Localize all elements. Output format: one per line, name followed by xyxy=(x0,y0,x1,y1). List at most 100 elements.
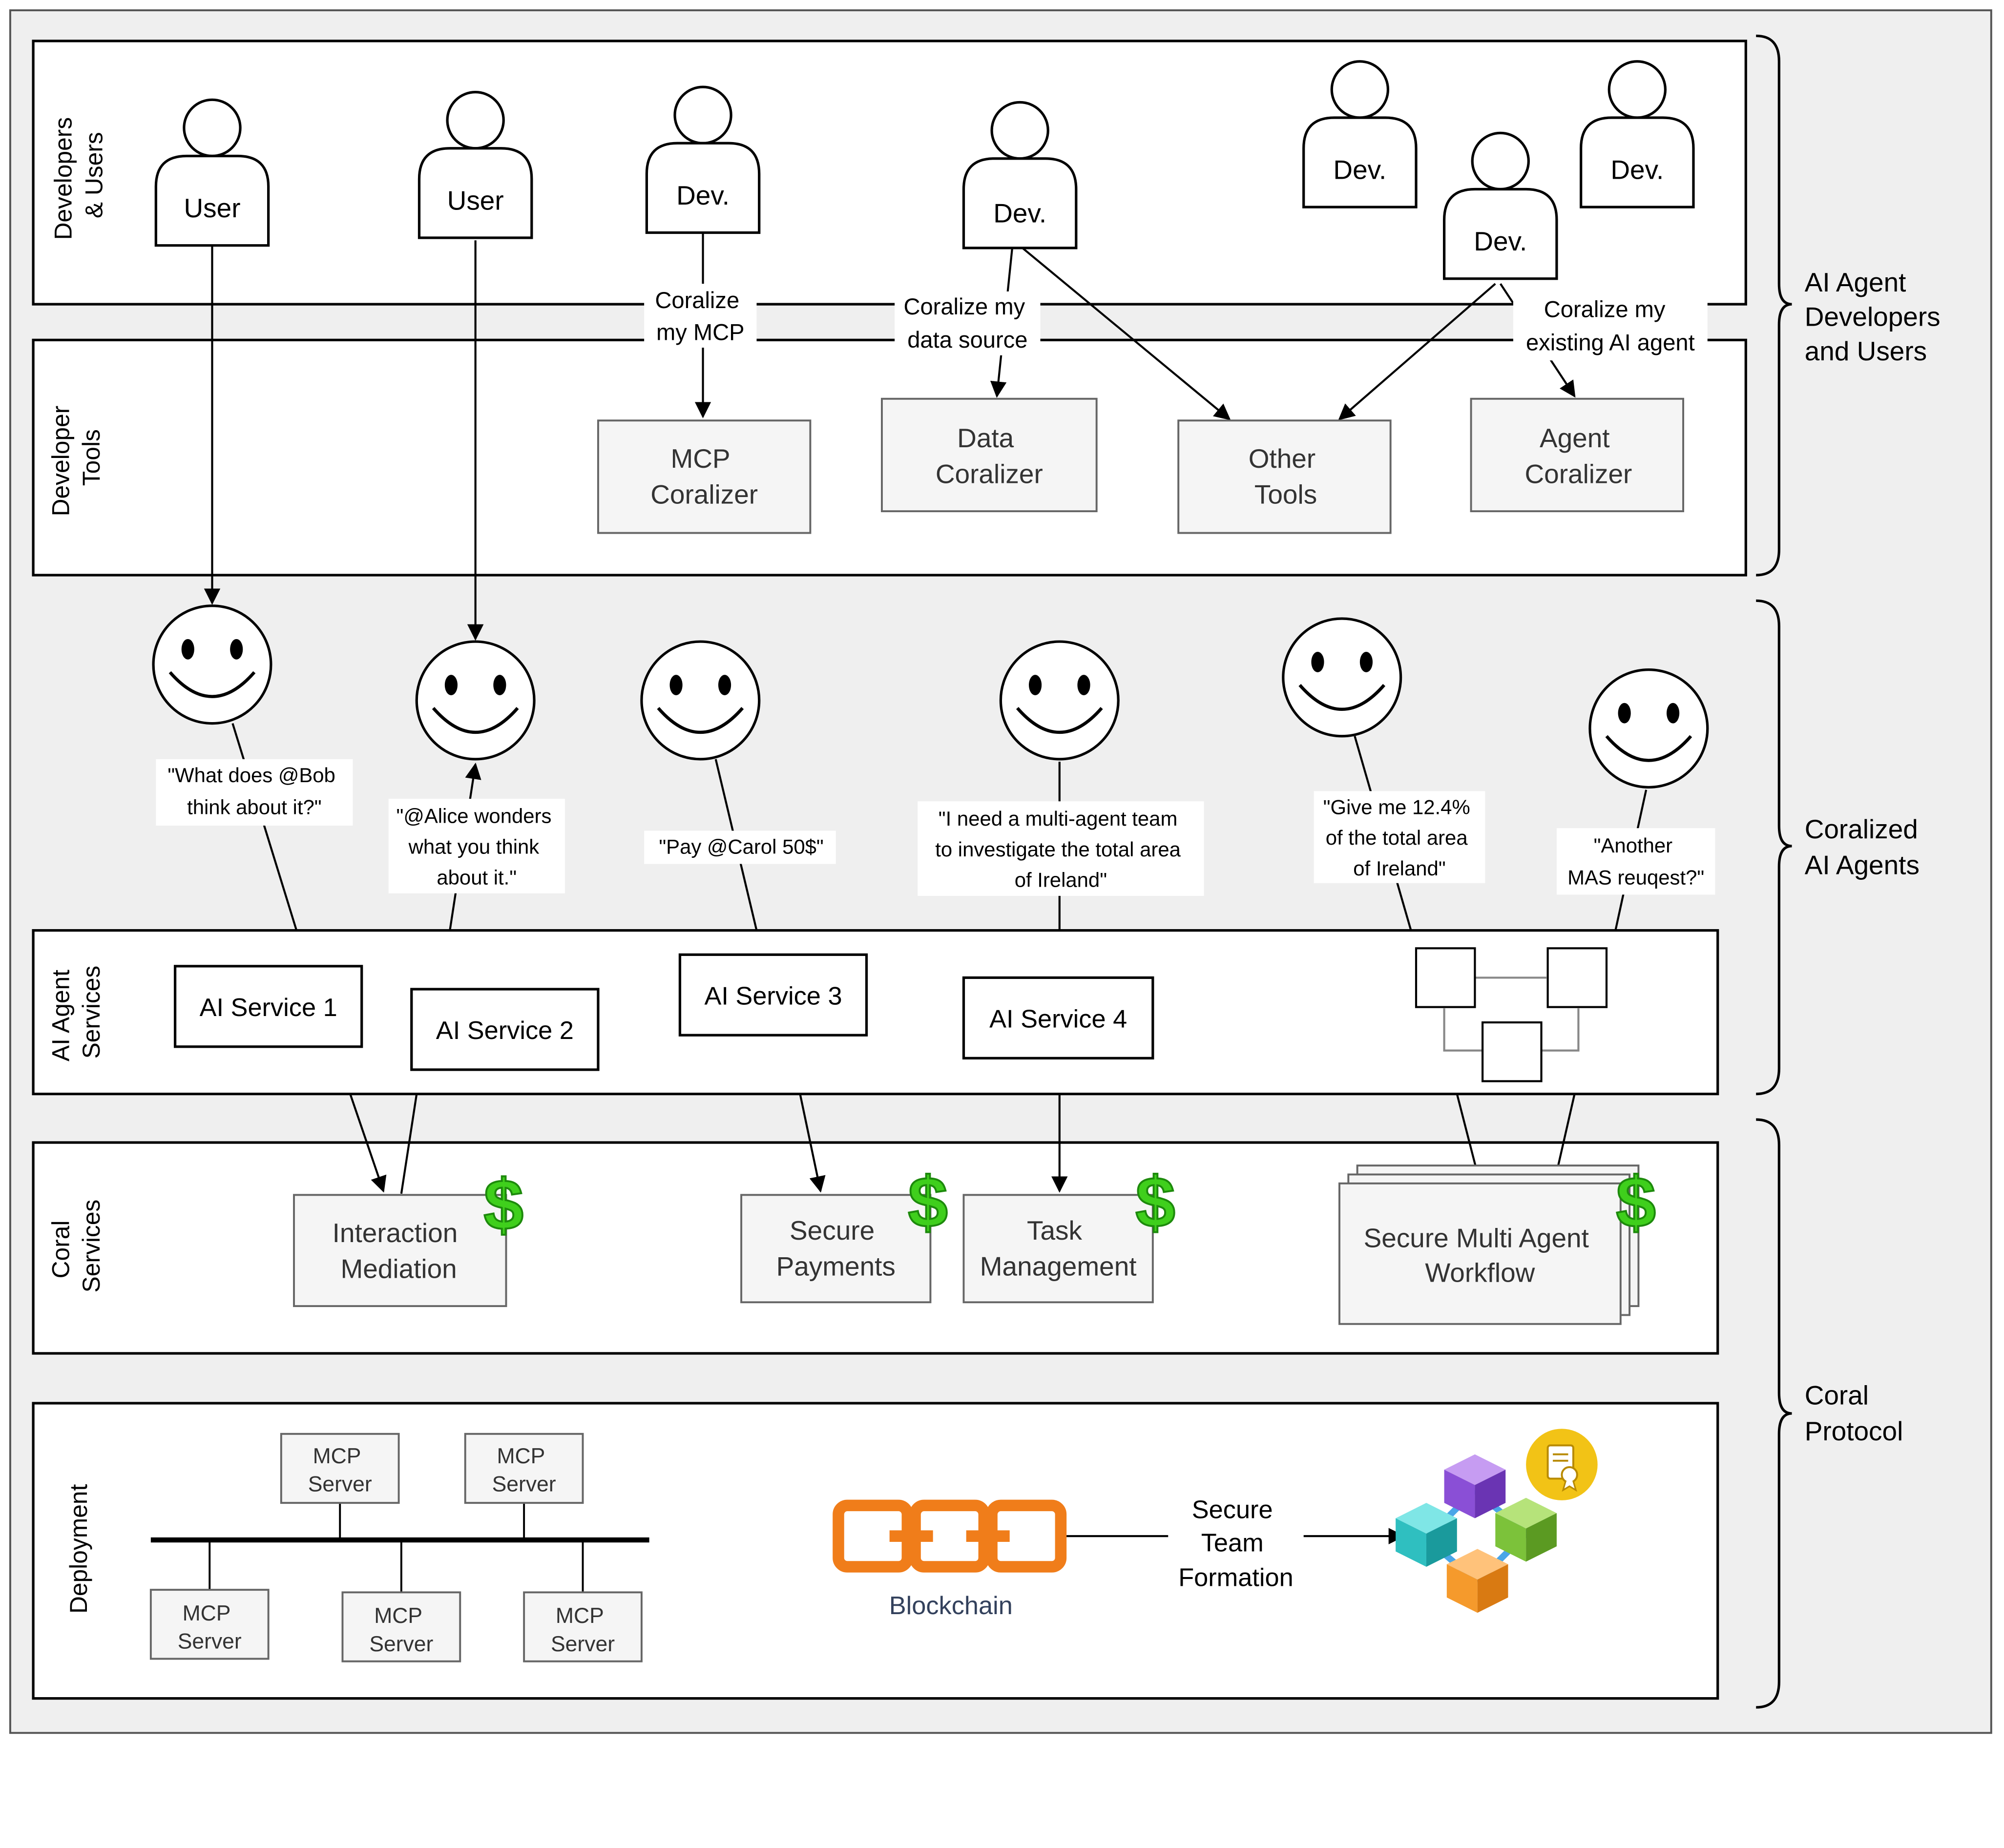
edge-agent1-lane xyxy=(231,723,298,931)
edge-dev4-other-tools xyxy=(1338,283,1496,420)
svg-text:AI Service 3: AI Service 3 xyxy=(704,982,842,1010)
edge-service-interaction xyxy=(349,1093,387,1193)
user-1: User xyxy=(156,100,268,245)
dollar-icon: $ xyxy=(908,1163,948,1243)
smiley-agent-4 xyxy=(1001,642,1118,759)
edge-interaction-service xyxy=(400,1094,418,1194)
user-2-label: User xyxy=(447,185,504,215)
svg-text:AI Service 1: AI Service 1 xyxy=(200,994,337,1022)
brace-label-middle: Coralized AI Agents xyxy=(1805,814,1925,880)
secure-team-formation-label: Secure Team Formation xyxy=(1168,1490,1304,1593)
developer-3: Dev. xyxy=(1304,62,1416,207)
coral-service-interaction-mediation: Interaction Mediation $ xyxy=(293,1164,524,1308)
lane-label-deployment: Deployment xyxy=(65,1484,92,1614)
svg-text:"What does @Bob think ab: "What does @Bob think about it?" xyxy=(167,764,341,818)
mcp-server-2: MCP Server xyxy=(464,1433,584,1504)
smiley-agent-5 xyxy=(1283,619,1401,736)
tool-other-tools: Other Tools xyxy=(1177,419,1392,534)
smiley-agent-2 xyxy=(417,642,534,759)
quote-5: "Give me 12.4% of the total area of Irel… xyxy=(1314,791,1485,883)
lane-label-developers-users: Developers & Users xyxy=(50,110,108,240)
multi-agent-team-icon xyxy=(1415,947,1608,1082)
blockchain-icon xyxy=(833,1499,1067,1573)
developer-5: Dev. xyxy=(1581,62,1693,207)
smiley-agent-6 xyxy=(1590,670,1708,788)
svg-text:"I need a multi-agent team: "I need a multi-agent team to investigat… xyxy=(935,807,1186,892)
mcp-server-5: MCP Server xyxy=(523,1591,643,1662)
brace-label-top: AI Agent Developers and Users xyxy=(1805,267,1948,366)
edge-label-coralize-data: Coralize my data source xyxy=(895,291,1041,355)
svg-text:Data Coralizer: Data Coralizer xyxy=(936,423,1043,489)
edge-label-coralize-agent: Coralize my existing AI agent xyxy=(1513,294,1708,361)
developer-4-label: Dev. xyxy=(1474,226,1527,256)
coral-service-secure-payments: Secure Payments $ xyxy=(740,1162,949,1304)
svg-text:MCP Coralizer: MCP Coralizer xyxy=(650,443,758,509)
coral-service-task-management: Task Management $ xyxy=(962,1162,1176,1304)
brace-bottom xyxy=(1756,1118,1792,1709)
svg-text:Interaction Mediation: Interaction Mediation xyxy=(333,1218,465,1284)
svg-text:"@Alice wonders what you: "@Alice wonders what you think about it.… xyxy=(396,805,557,889)
quote-4: "I need a multi-agent team to investigat… xyxy=(918,801,1204,896)
developer-4: Dev. xyxy=(1444,133,1557,278)
svg-text:Coralize my data source: Coralize my data source xyxy=(903,293,1031,353)
svg-text:"Give me 12.4% of the to: "Give me 12.4% of the total area of Irel… xyxy=(1323,795,1476,880)
developer-1-label: Dev. xyxy=(676,180,730,210)
tool-data-coralizer: Data Coralizer xyxy=(881,397,1098,513)
svg-text:Secure Multi Agent Workf: Secure Multi Agent Workflow xyxy=(1364,1223,1597,1288)
certificate-badge-icon xyxy=(1526,1429,1598,1500)
quote-6: "Another MAS reuqest?" xyxy=(1556,828,1715,895)
developer-5-label: Dev. xyxy=(1610,155,1664,185)
svg-text:"Another MAS reuqest?": "Another MAS reuqest?" xyxy=(1567,834,1704,889)
edge-label-coralize-mcp: Coralize my MCP xyxy=(644,284,757,348)
tool-mcp-coralizer: MCP Coralizer xyxy=(597,419,812,534)
svg-text:Coralize my existing AI: Coralize my existing AI agent xyxy=(1526,296,1695,355)
lane-label-coral-services: Coral Services xyxy=(47,1200,105,1293)
blockchain-label: Blockchain xyxy=(889,1592,1013,1620)
brace-middle xyxy=(1756,599,1792,1096)
edge-dev2-other-tools xyxy=(1022,247,1231,420)
coral-service-secure-multi-agent-workflow: Secure Multi Agent Workflow $ xyxy=(1338,1162,1657,1325)
quote-1: "What does @Bob think about it?" xyxy=(156,759,353,826)
svg-text:MCP Server: MCP Server xyxy=(492,1444,556,1496)
svg-text:MCP Server: MCP Server xyxy=(369,1604,433,1656)
dollar-icon: $ xyxy=(1616,1163,1656,1243)
svg-text:Task Management: Task Management xyxy=(980,1215,1137,1281)
lane-label-developer-tools: Developer Tools xyxy=(47,399,105,516)
mcp-server-1: MCP Server xyxy=(280,1433,400,1504)
svg-text:MCP Server: MCP Server xyxy=(178,1601,242,1654)
lane-label-ai-agent-services: AI Agent Services xyxy=(47,963,105,1061)
smiley-agent-3 xyxy=(642,642,759,759)
brace-label-bottom: Coral Protocol xyxy=(1805,1380,1903,1446)
user-2: User xyxy=(419,92,531,238)
svg-text:Other Tools: Other Tools xyxy=(1249,443,1323,509)
developer-3-label: Dev. xyxy=(1333,155,1386,185)
developer-1: Dev. xyxy=(647,87,759,232)
dollar-icon: $ xyxy=(483,1165,523,1245)
dollar-icon: $ xyxy=(1135,1163,1175,1243)
svg-text:"Pay @Carol 50$": "Pay @Carol 50$" xyxy=(659,835,823,858)
svg-text:MCP Server: MCP Server xyxy=(308,1444,372,1496)
mcp-server-4: MCP Server xyxy=(341,1591,461,1662)
brace-top xyxy=(1756,34,1792,577)
svg-text:AI Service 4: AI Service 4 xyxy=(989,1005,1127,1034)
team-cubes-icon xyxy=(1396,1454,1557,1613)
quote-3: "Pay @Carol 50$" xyxy=(644,831,836,864)
svg-text:Secure Payments: Secure Payments xyxy=(776,1215,896,1281)
developer-2-label: Dev. xyxy=(993,198,1046,228)
mcp-server-bus xyxy=(150,1503,649,1593)
ai-service-1: AI Service 1 xyxy=(173,965,363,1048)
svg-text:MCP Server: MCP Server xyxy=(551,1604,615,1656)
quote-2: "@Alice wonders what you think about it.… xyxy=(388,799,565,893)
ai-service-4: AI Service 4 xyxy=(962,976,1154,1059)
tool-agent-coralizer: Agent Coralizer xyxy=(1470,397,1685,513)
ai-service-3: AI Service 3 xyxy=(678,953,868,1037)
edge-service-payments xyxy=(799,1094,826,1193)
ai-service-2: AI Service 2 xyxy=(410,988,600,1071)
mcp-server-3: MCP Server xyxy=(149,1589,270,1660)
svg-text:Coralize my MCP: Coralize my MCP xyxy=(655,287,746,345)
svg-text:AI Service 2: AI Service 2 xyxy=(436,1017,574,1045)
user-1-label: User xyxy=(184,193,240,223)
smiley-agent-1 xyxy=(153,606,271,724)
developer-2: Dev. xyxy=(963,103,1076,248)
